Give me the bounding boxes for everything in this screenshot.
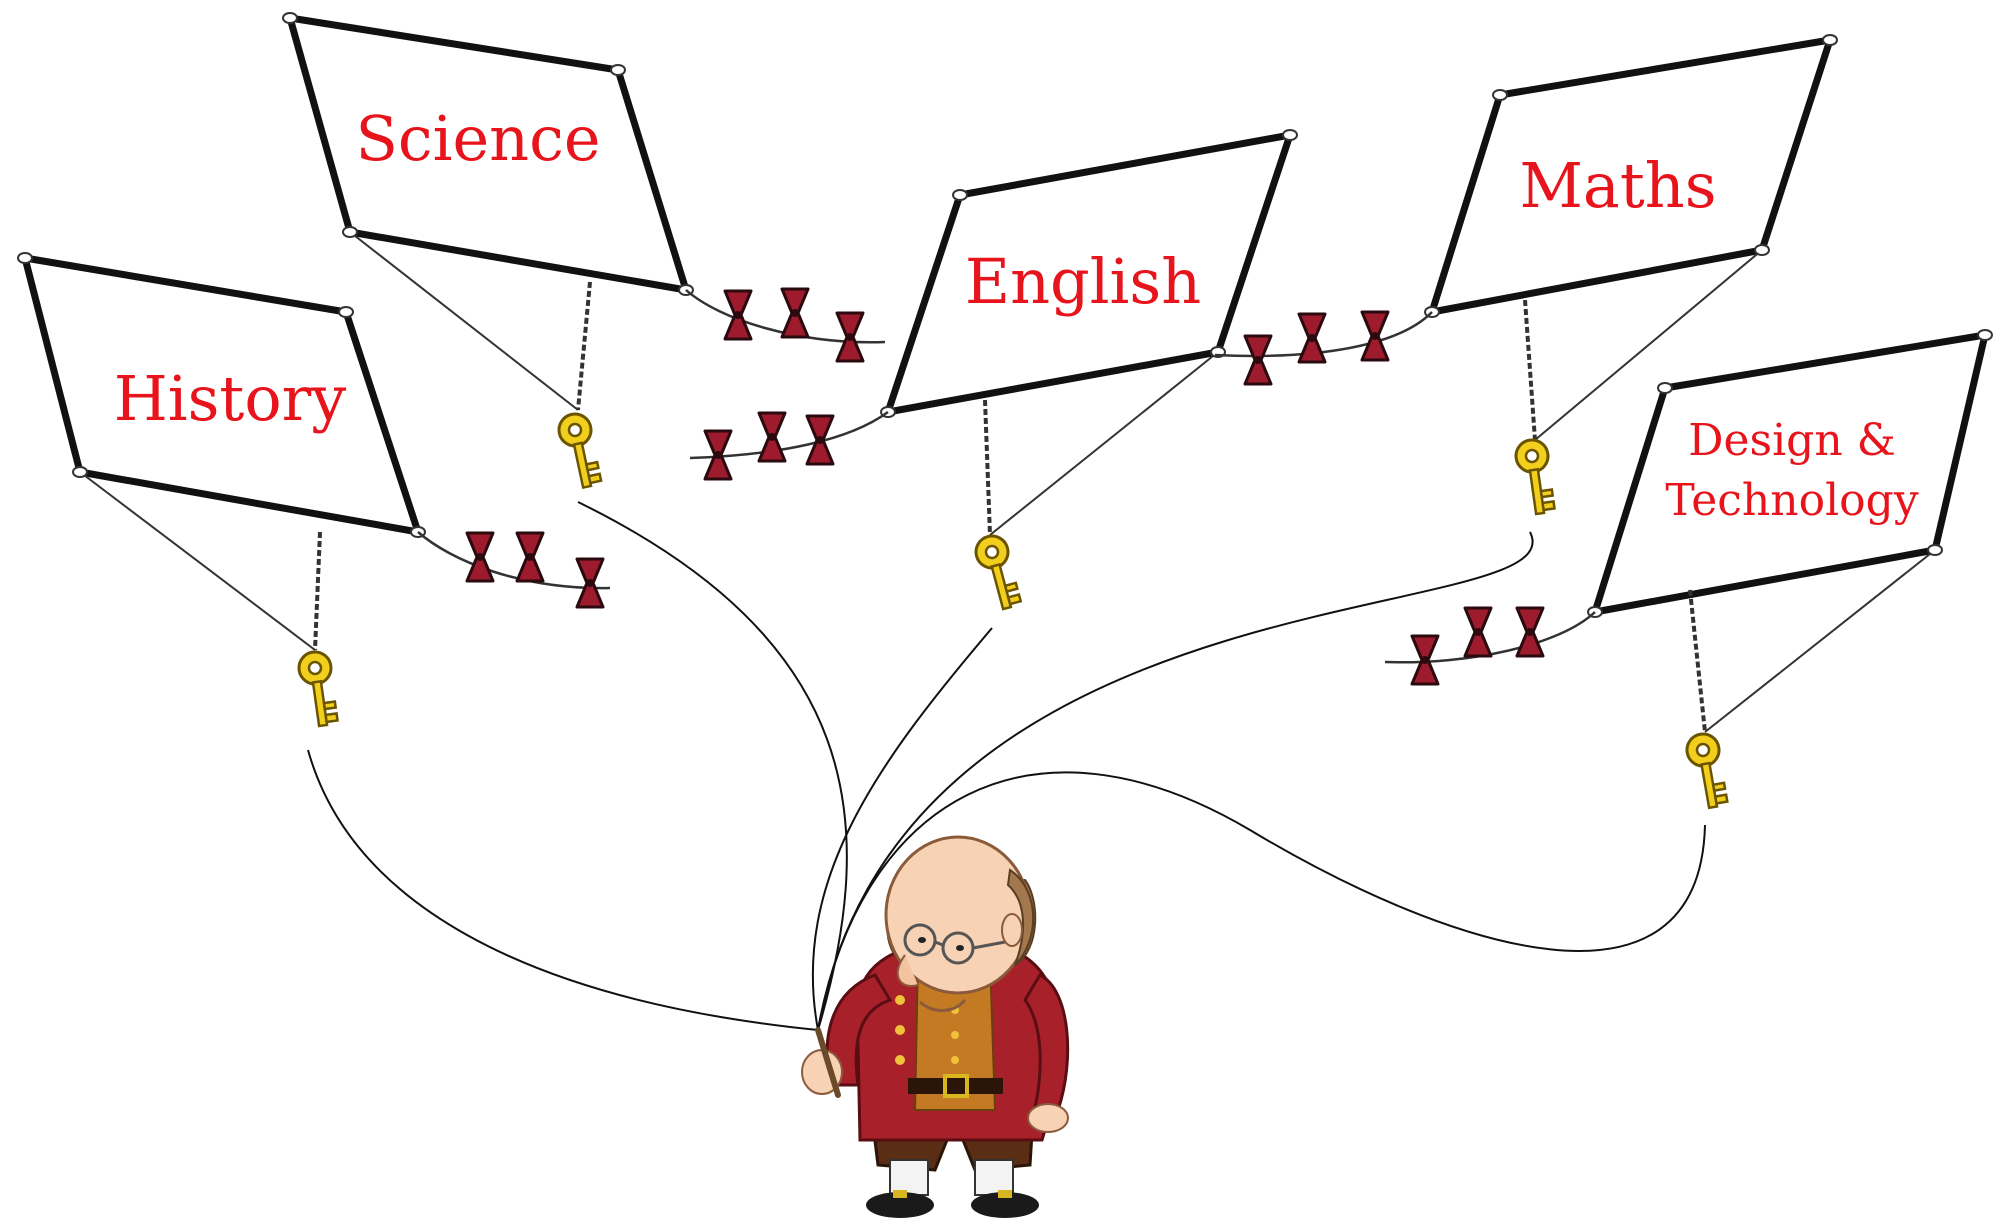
bow-tail-icon [1297, 312, 1327, 364]
bow-tail-icon [515, 531, 545, 583]
kite-label-english: English [965, 245, 1201, 318]
bow-tail-icon [835, 311, 865, 363]
key-icon [1682, 729, 1731, 812]
bow-tail-icon [1515, 606, 1545, 658]
kite-science: Science [282, 12, 886, 492]
string-history [307, 749, 819, 1031]
bow-tail-icon [757, 411, 787, 463]
kite-label-maths: Maths [1519, 149, 1716, 222]
key-icon [554, 409, 605, 492]
bow-tail-icon [1360, 310, 1390, 362]
kite-english: English [689, 129, 1298, 614]
kite-maths: Maths [1214, 34, 1838, 518]
kite-label-science: Science [355, 102, 600, 175]
bow-tail-icon [1243, 334, 1273, 386]
string-english [811, 627, 993, 1031]
kite-history: History [17, 252, 611, 730]
bow-tail-icon [465, 531, 495, 583]
key-icon [295, 648, 341, 730]
kite-label-history: History [114, 362, 347, 435]
bow-tail-icon [1463, 606, 1493, 658]
bow-tail-icon [780, 287, 810, 339]
key-icon [1512, 436, 1558, 518]
kite-label-design-line1: Design & [1688, 415, 1896, 466]
kite-icon [1591, 331, 1989, 616]
string-science [577, 501, 848, 1031]
kite-design-technology: Design & Technology [1384, 329, 1993, 812]
string-maths [817, 531, 1534, 1031]
bow-tail-icon [575, 557, 605, 609]
bow-tail-icon [1410, 634, 1440, 686]
benjamin-franklin-cartoon [801, 835, 1070, 1218]
string-design [817, 771, 1706, 1031]
kite-strings [307, 501, 1706, 1031]
kite-label-design-line2: Technology [1665, 475, 1919, 526]
key-icon [970, 530, 1024, 614]
